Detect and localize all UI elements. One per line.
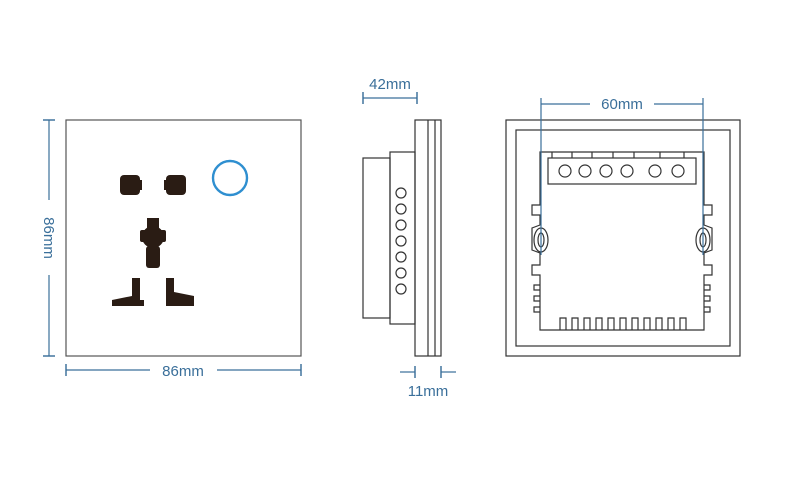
touch-button-icon xyxy=(211,159,249,197)
mount-spacing-label: 60mm xyxy=(601,96,643,113)
back-terminal-screws xyxy=(558,164,685,178)
side-depth-label: 42mm xyxy=(369,76,411,93)
front-width-label: 86mm xyxy=(162,363,204,380)
side-body xyxy=(362,157,391,319)
side-view xyxy=(362,119,442,357)
back-box-outline xyxy=(531,151,713,331)
front-width-dimension: 86mm xyxy=(65,363,302,380)
front-view: 86mm 86mm xyxy=(40,119,302,380)
side-terminal-screws xyxy=(395,187,407,295)
back-inner-frame xyxy=(515,129,731,347)
back-terminal-strip xyxy=(547,157,697,185)
side-depth-dimension: 42mm xyxy=(362,76,418,104)
back-view xyxy=(505,119,741,357)
front-plate xyxy=(65,119,302,357)
front-height-label: 86mm xyxy=(40,217,57,259)
plate-thickness-dimension: 11mm xyxy=(400,366,456,400)
socket-hole-top-right xyxy=(164,175,186,195)
socket-earth-hole xyxy=(140,218,166,268)
back-plate xyxy=(505,119,741,357)
side-connector-block xyxy=(389,151,416,325)
socket-hole-bottom-left xyxy=(112,278,144,306)
back-bottom-vents xyxy=(559,317,687,330)
mount-spacing-dimension xyxy=(540,98,704,255)
socket-hole-bottom-right xyxy=(166,278,194,306)
front-height-dimension: 86mm xyxy=(40,119,57,357)
back-side-vents xyxy=(533,284,711,313)
plate-thickness-label: 11mm xyxy=(408,383,449,400)
socket-hole-top-left xyxy=(120,175,142,195)
